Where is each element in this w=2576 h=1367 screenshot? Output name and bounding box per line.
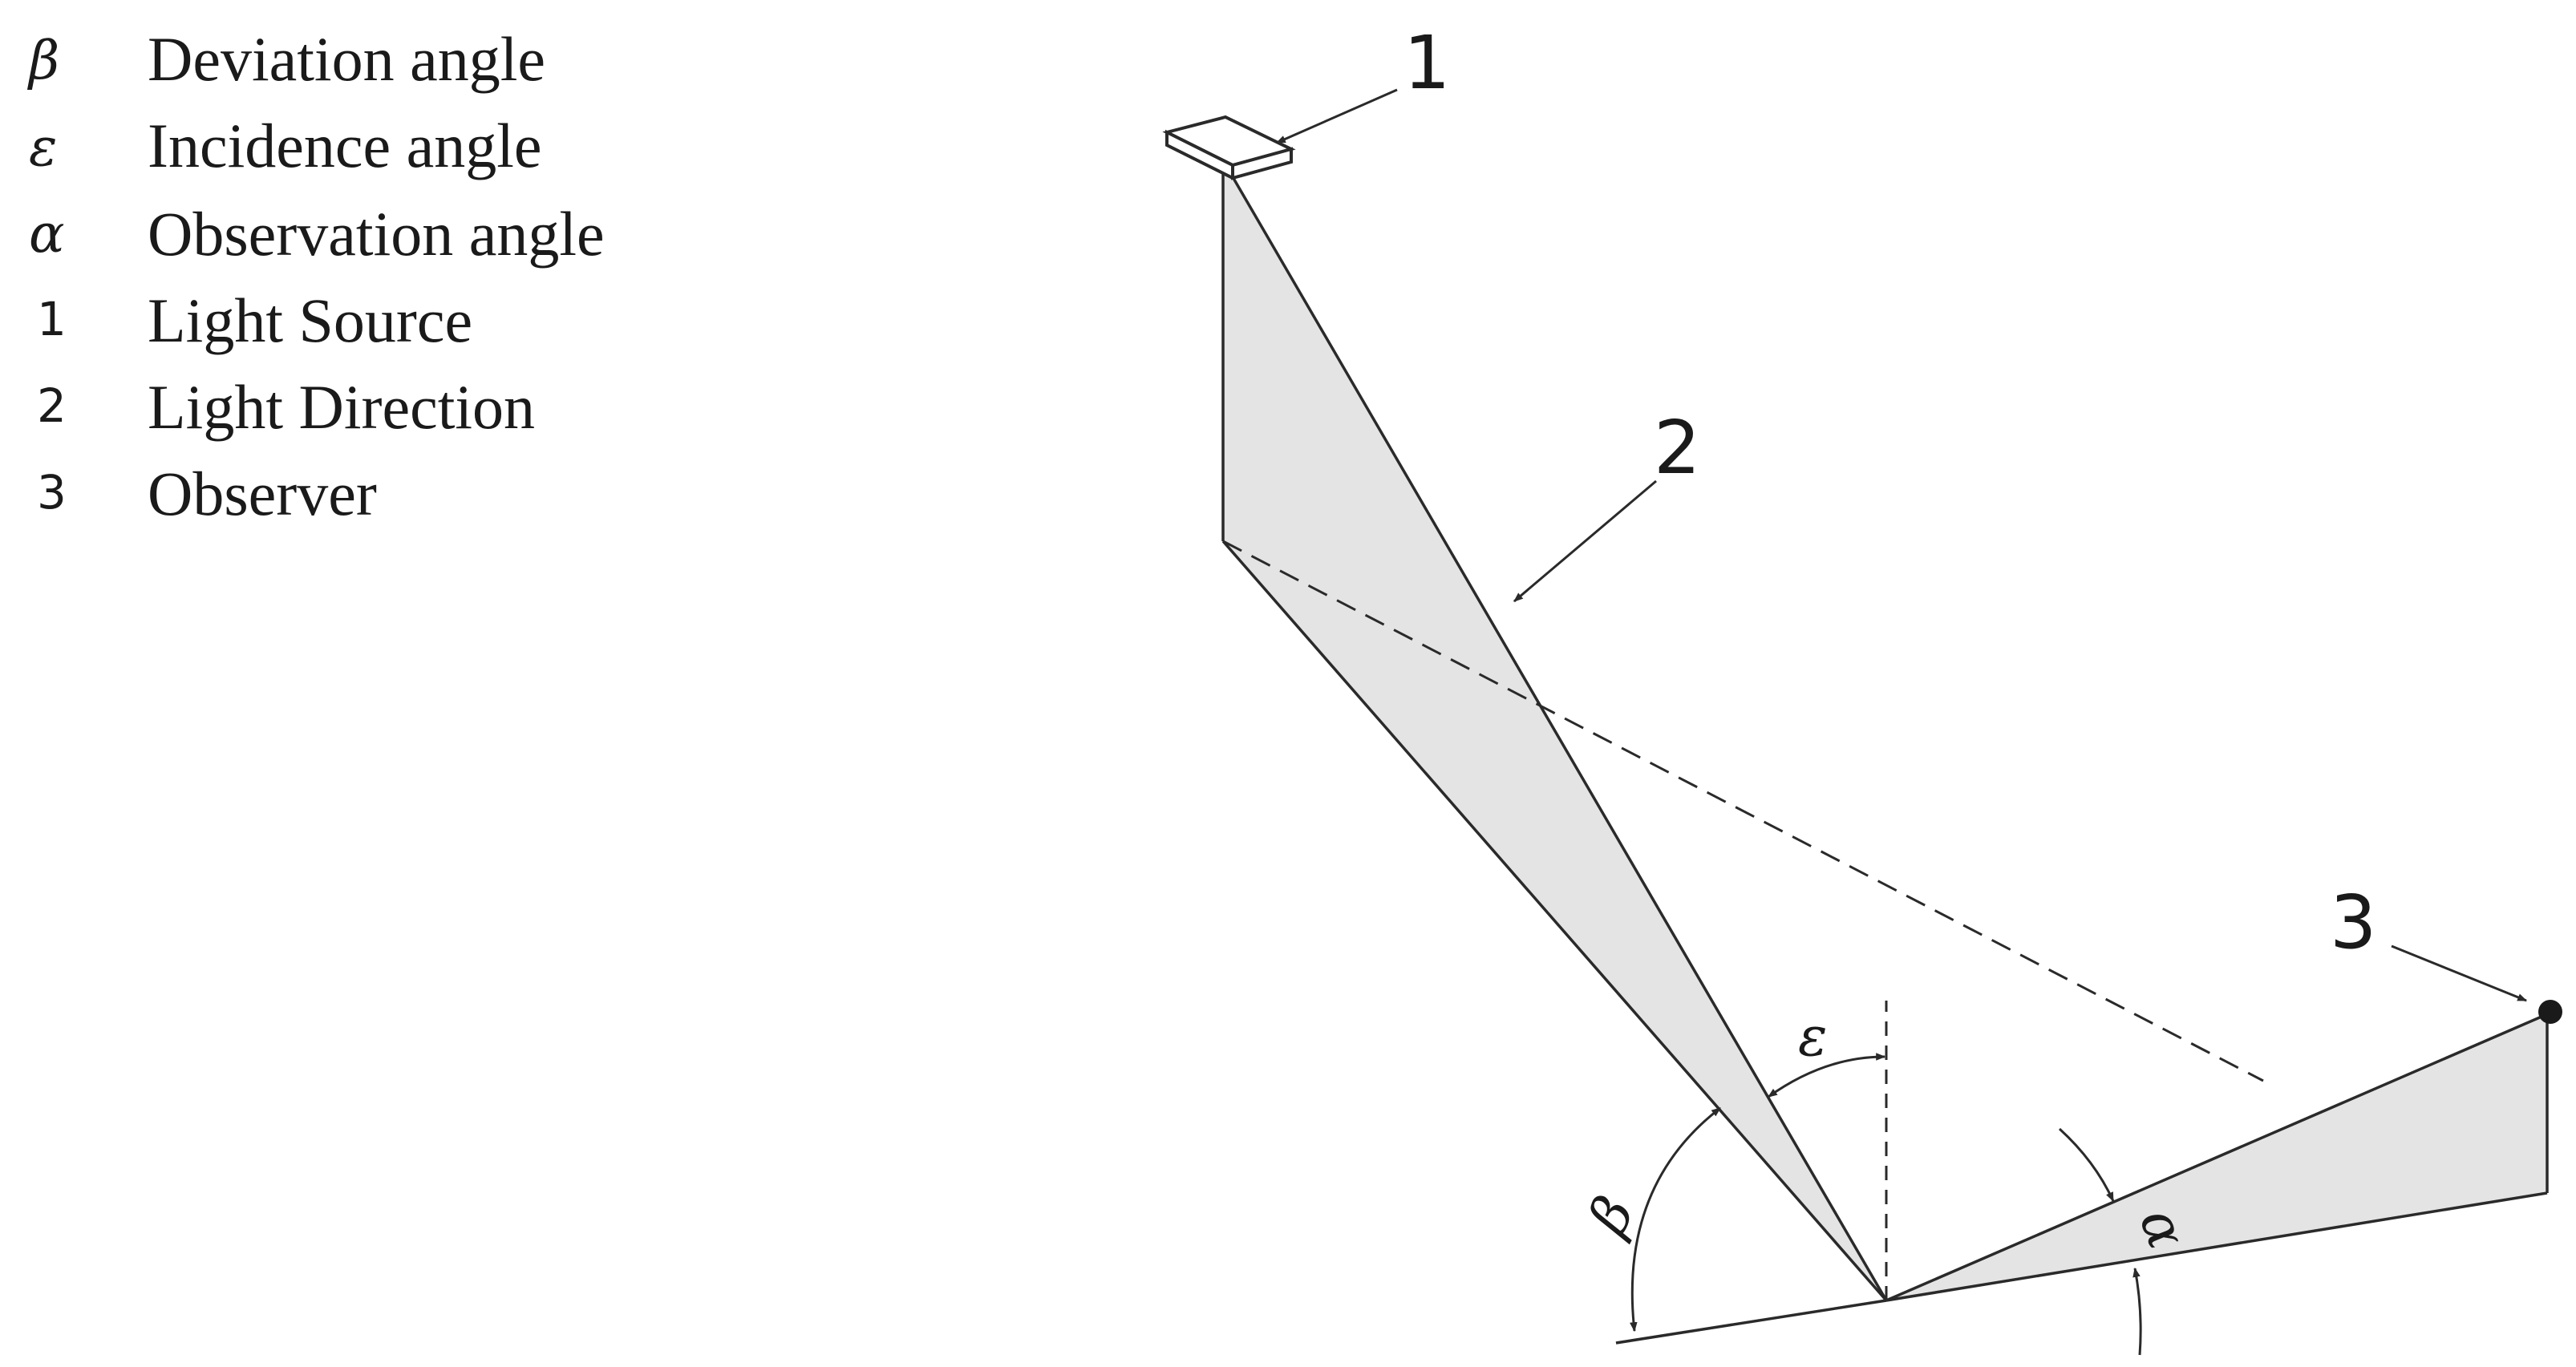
incidence-angle-arc <box>1768 1053 1886 1098</box>
dashed-projection-line <box>1222 540 2264 1082</box>
projected-ray-line <box>1221 540 1888 1302</box>
deviation-angle-label: β <box>1575 1187 1647 1246</box>
callout-1-arrow <box>1275 88 1398 144</box>
legend-symbol-epsilon: ε <box>29 116 57 178</box>
callout-2-light-direction: 2 <box>1654 405 1701 491</box>
legend-item-incidence-angle: ε Incidence angle <box>29 111 542 180</box>
legend-number-3: 3 <box>37 465 67 520</box>
legend-symbol-beta: β <box>26 30 59 91</box>
incidence-angle-label: ε <box>1798 1005 1828 1069</box>
legend-label-incidence-angle: Incidence angle <box>148 111 542 180</box>
callout-2-arrow <box>1513 479 1657 603</box>
observation-angle-arc-upper <box>2058 1127 2115 1203</box>
callout-1-light-source: 1 <box>1403 20 1451 106</box>
legend-symbol-alpha: α <box>29 203 65 265</box>
legend-item-deviation-angle: β Deviation angle <box>26 24 545 94</box>
legend-number-1: 1 <box>37 292 67 346</box>
observer-point-icon <box>2538 1000 2562 1024</box>
legend-item-light-source: 1 Light Source <box>37 285 472 355</box>
observation-ray <box>1885 1013 2548 1302</box>
light-direction-ray <box>1221 160 1888 1301</box>
legend-label-light-source: Light Source <box>148 285 472 355</box>
deviation-angle-arc <box>1630 1106 1721 1333</box>
legend-label-observation-angle: Observation angle <box>148 199 605 269</box>
legend-item-observation-angle: α Observation angle <box>29 199 605 269</box>
observation-base-line <box>1885 1191 2548 1302</box>
legend-item-light-direction: 2 Light Direction <box>37 372 535 442</box>
legend-label-light-direction: Light Direction <box>148 372 535 442</box>
legend: β Deviation angle ε Incidence angle α Ob… <box>26 24 605 528</box>
light-source-icon <box>1162 115 1296 181</box>
callout-3-observer: 3 <box>2330 880 2377 965</box>
observation-angle-arc-lower <box>2132 1267 2142 1356</box>
legend-number-2: 2 <box>37 378 67 433</box>
reference-ground-line <box>1615 1299 1887 1345</box>
callout-3-arrow <box>2391 944 2528 1002</box>
legend-label-observer: Observer <box>148 459 377 528</box>
legend-label-deviation-angle: Deviation angle <box>148 24 545 94</box>
legend-item-observer: 3 Observer <box>37 459 377 528</box>
